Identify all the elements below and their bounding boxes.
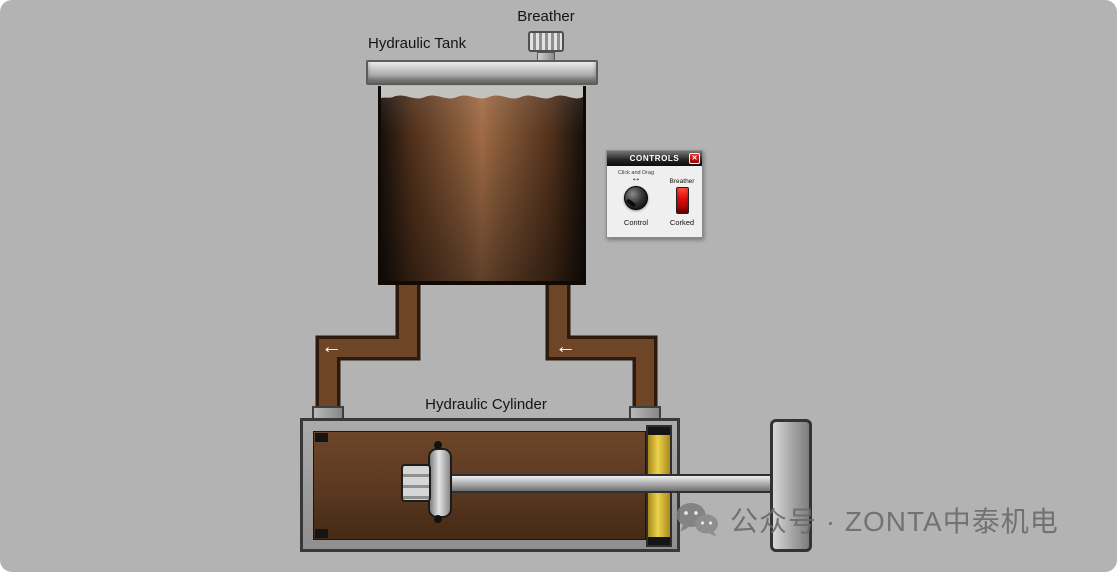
rod-end-mount-plate (770, 419, 812, 552)
cylinder-corner-seal-bottom (315, 529, 328, 538)
flow-arrow-right-icon: ← (555, 335, 576, 358)
controls-body: Click and Drag ↔ Control Breather Corked (607, 166, 702, 238)
knob-hint-label: Click and Drag (617, 170, 655, 176)
breather-cap-icon (528, 31, 564, 52)
piston-nut (401, 464, 431, 502)
piston-bolt-top (434, 441, 442, 449)
controls-titlebar[interactable]: CONTROLS ✕ (607, 151, 702, 166)
tank-fluid-surface (381, 86, 583, 99)
close-icon[interactable]: ✕ (689, 153, 700, 164)
hydraulic-tank-label: Hydraulic Tank (368, 35, 467, 52)
gland-cap-top (648, 427, 670, 435)
piston-head (428, 448, 452, 518)
watermark-text: 公众号 · ZONTA中泰机电 (730, 506, 1059, 537)
gland-cap-bottom (648, 537, 670, 545)
cylinder-corner-seal-top (315, 433, 328, 442)
piston-bolt-bottom (434, 515, 442, 523)
breather-label: Breather (517, 8, 575, 25)
tank-body (378, 86, 586, 285)
breather-toggle-switch[interactable] (676, 187, 689, 214)
tank-lid (366, 60, 598, 85)
flow-arrow-left-icon: ← (321, 335, 342, 358)
watermark: 公众号 · ZONTA中泰机电 (674, 500, 1059, 540)
wechat-icon (676, 503, 718, 537)
controls-panel-title: CONTROLS (629, 154, 680, 163)
breather-toggle-label: Breather (669, 178, 695, 185)
control-knob-label: Control (623, 218, 649, 227)
breather-toggle-state: Corked (669, 218, 695, 227)
control-knob[interactable] (624, 186, 648, 210)
piston-rod (448, 474, 780, 493)
knob-pointer (625, 198, 637, 208)
breather-neck (537, 52, 555, 62)
hydraulic-cylinder-label: Hydraulic Cylinder (425, 396, 547, 413)
controls-panel: CONTROLS ✕ Click and Drag ↔ Control Brea… (606, 150, 703, 238)
drag-arrow-icon: ↔ (631, 173, 641, 184)
